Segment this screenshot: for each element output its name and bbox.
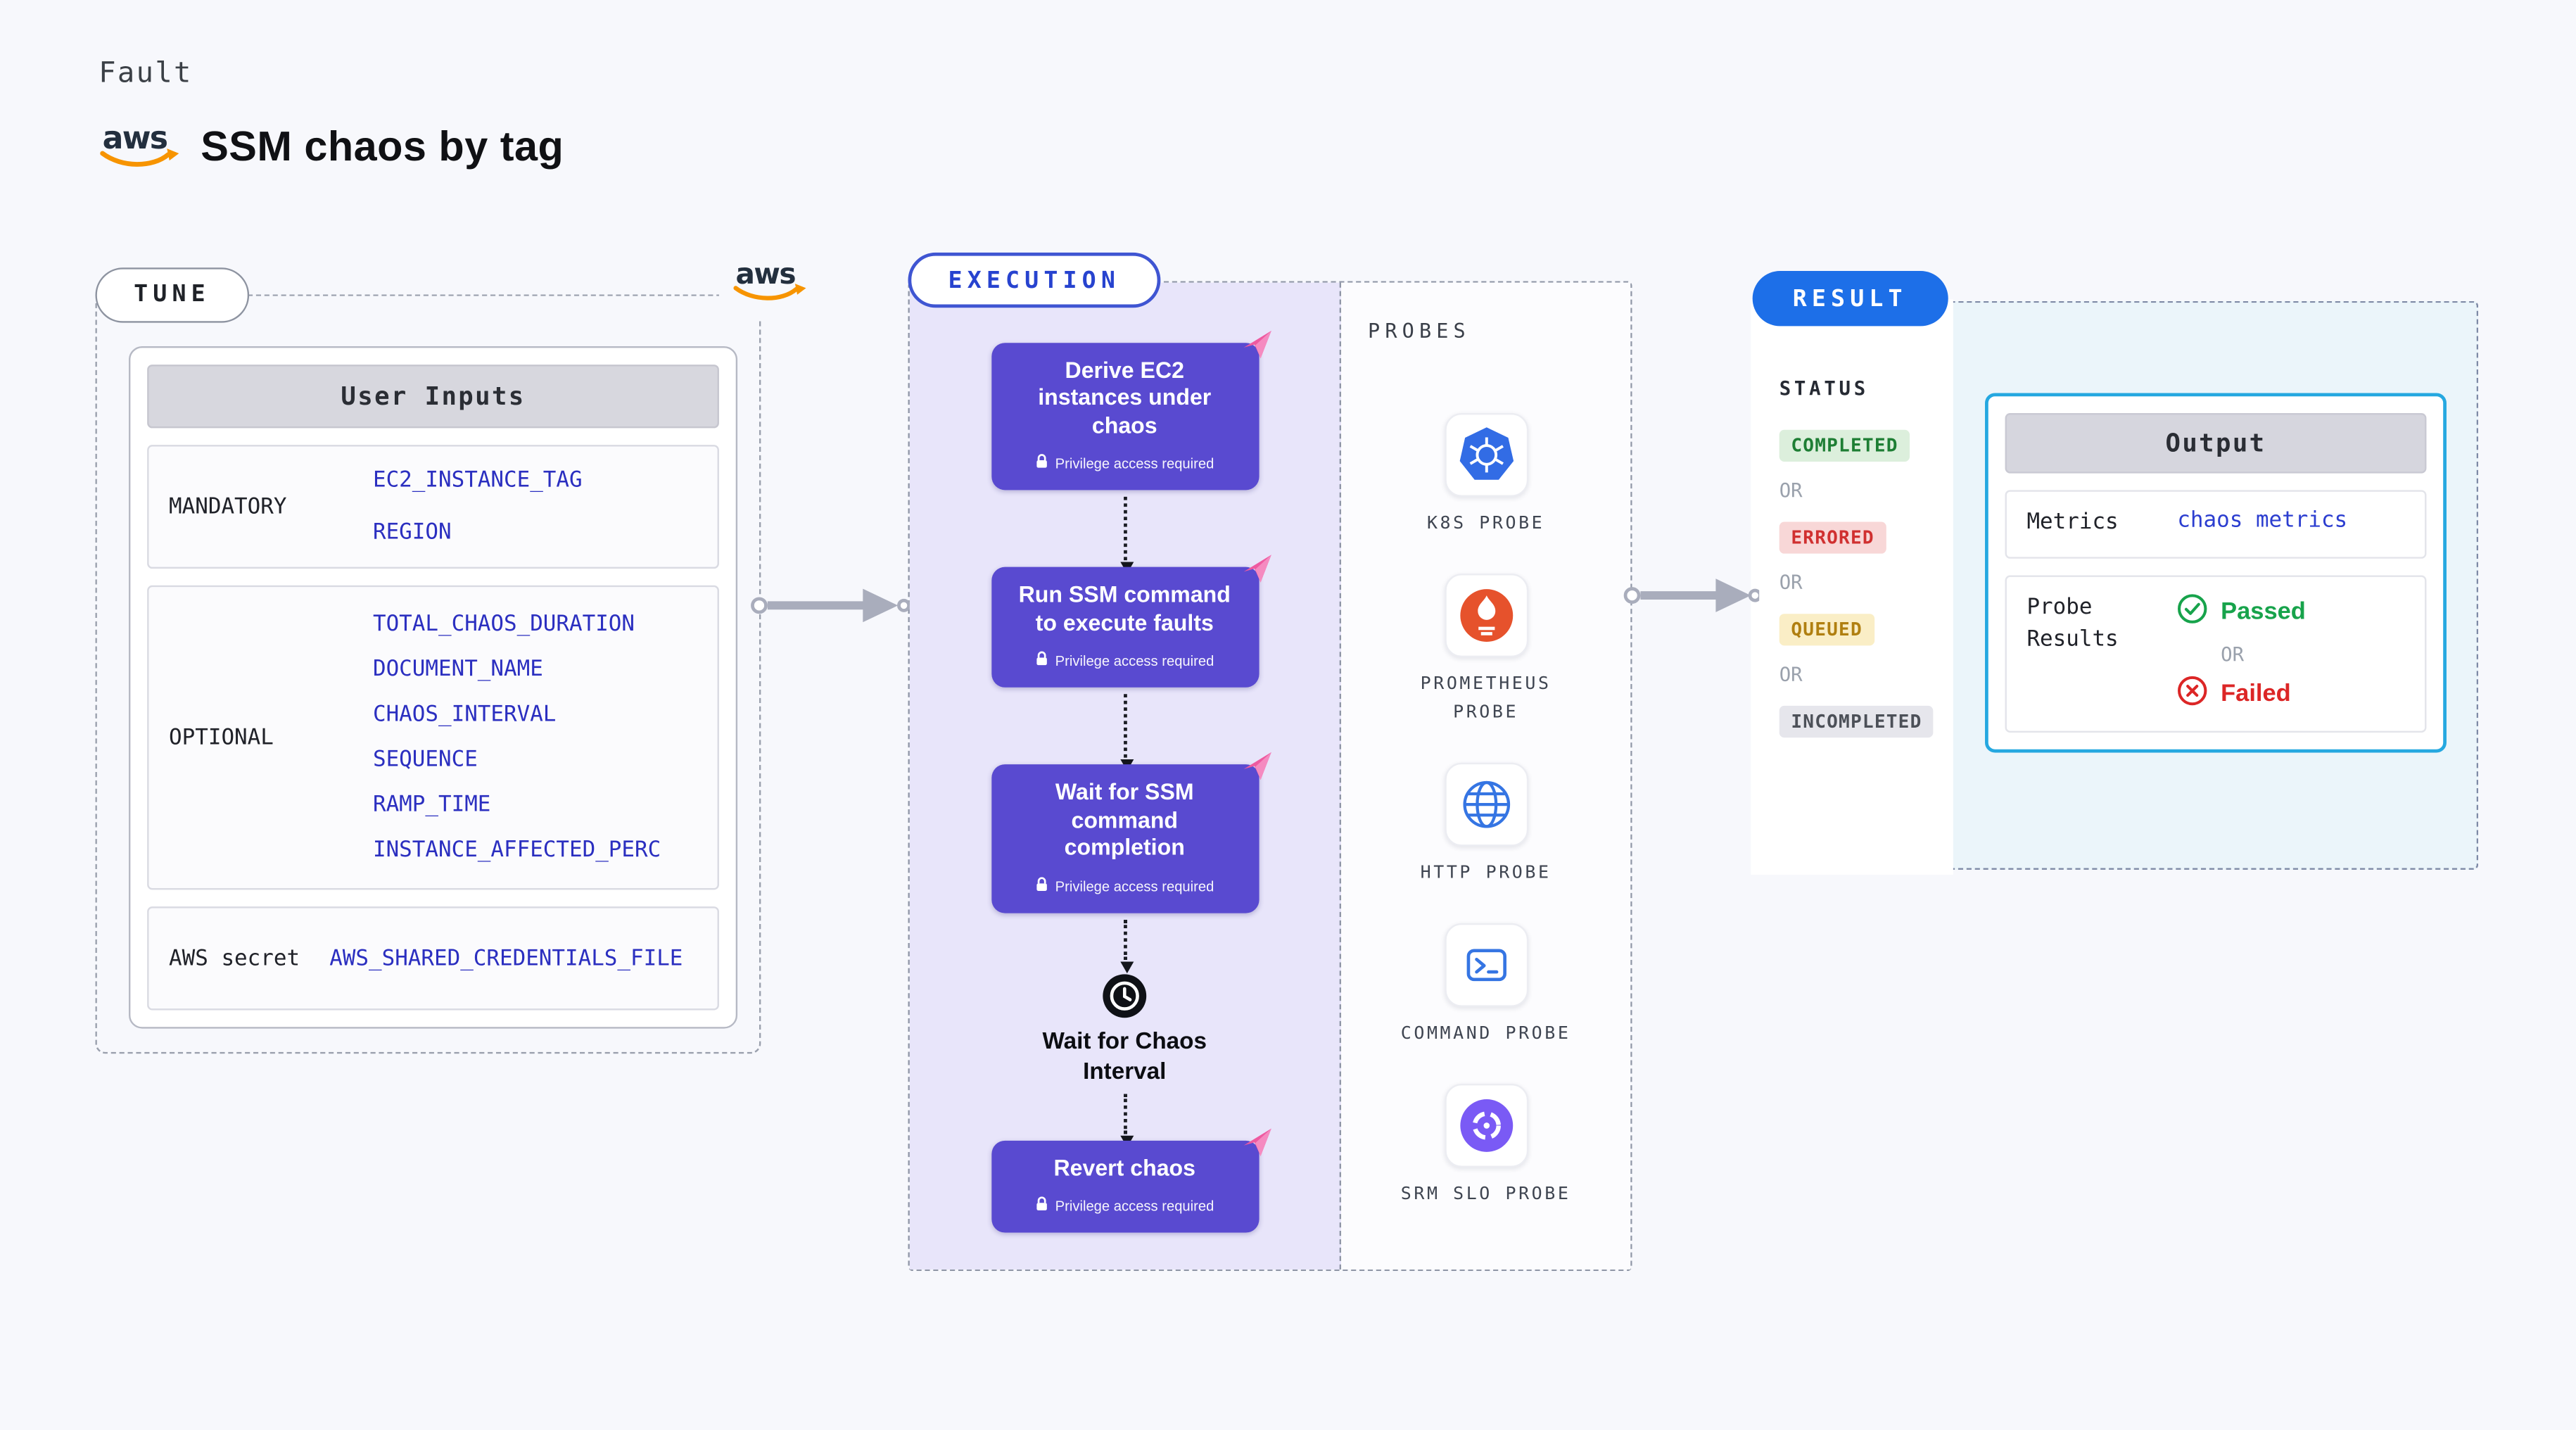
step-derive-ec2: Derive EC2 instances under chaos Privile… [991,330,1271,491]
terminal-icon [1444,923,1528,1007]
clock-icon [1102,973,1147,1018]
execution-flow: Derive EC2 instances under chaos Privile… [909,282,1342,1270]
result-section: STATUS COMPLETED OR ERRORED OR QUEUED OR… [1751,299,2479,875]
output-header: Output [2005,413,2427,474]
chaos-metrics-link[interactable]: chaos metrics [2177,508,2348,534]
probe-label: HTTP PROBE [1420,862,1552,883]
privilege-badge: Privilege access required [1055,455,1214,473]
aws-secret-row: AWS secret AWS_SHARED_CREDENTIALS_FILE [147,906,719,1011]
flow-connector [1120,1093,1134,1147]
probe-command: COMMAND PROBE [1399,923,1573,1047]
tune-pill: TUNE [95,267,249,323]
chaos-icon [1238,748,1275,785]
input-value: REGION [372,520,452,545]
status-badge-completed: COMPLETED [1779,429,1910,462]
status-badge-queued: QUEUED [1779,614,1874,646]
step-title: Run SSM command to execute faults [1018,583,1231,635]
or-separator: OR [2221,642,2245,666]
probe-label: PROMETHEUS PROBE [1420,674,1552,722]
row-label-optional: OPTIONAL [169,725,274,750]
input-value: SEQUENCE [372,747,478,773]
user-inputs-header: User Inputs [147,365,719,429]
x-circle-icon [2177,676,2207,714]
probe-results-label: Probe Results [2026,595,2119,652]
probe-k8s: K8S PROBE [1399,413,1573,537]
or-separator: OR [1779,662,1803,686]
user-inputs-table: User Inputs MANDATORY EC2_INSTANCE_TAG R… [128,346,738,1029]
aws-logo-small: aws [718,247,816,319]
svg-text:aws: aws [103,120,167,156]
aws-logo: aws [95,117,179,179]
input-value: INSTANCE_AFFECTED_PERC [372,837,661,863]
failed-label: Failed [2221,681,2291,709]
svg-text:aws: aws [736,257,796,291]
input-value: EC2_INSTANCE_TAG [372,468,583,494]
check-circle-icon [2177,593,2207,632]
wait-for-chaos-interval: Wait for Chaos Interval [1042,1026,1207,1084]
probe-srm-slo: SRM SLO PROBE [1399,1084,1573,1208]
lock-icon [1035,871,1048,901]
probe-label: SRM SLO PROBE [1400,1184,1571,1205]
result-pill: RESULT [1752,271,1948,327]
status-header: STATUS [1779,376,1869,400]
or-separator: OR [1779,570,1803,594]
input-value: RAMP_TIME [372,792,491,818]
status-panel: STATUS COMPLETED OR ERRORED OR QUEUED OR… [1751,299,1953,875]
step-wait-ssm: Wait for SSM command completion Privileg… [991,752,1271,913]
status-badge-errored: ERRORED [1779,521,1886,554]
chaos-icon [1238,551,1275,588]
probe-http: HTTP PROBE [1399,762,1573,886]
execution-pill: EXECUTION [908,252,1161,308]
mandatory-row: MANDATORY EC2_INSTANCE_TAG REGION [147,445,719,569]
step-title: Revert chaos [1053,1155,1196,1180]
input-value: CHAOS_INTERVAL [372,702,557,728]
globe-icon [1444,762,1528,847]
flow-connector [1120,497,1134,575]
srm-slo-icon [1444,1084,1528,1168]
probes-header: PROBES [1368,319,1471,343]
arrow-execution-to-result [1623,578,1760,612]
step-title: Wait for SSM command completion [1055,780,1194,861]
optional-row: OPTIONAL TOTAL_CHAOS_DURATION DOCUMENT_N… [147,585,719,890]
output-table: Output Metrics chaos metrics Probe Resul… [1985,393,2447,753]
privilege-badge: Privilege access required [1055,878,1214,894]
privilege-badge: Privilege access required [1055,1197,1214,1215]
probe-prometheus: PROMETHEUS PROBE [1399,574,1573,726]
metrics-label: Metrics [2026,510,2119,536]
input-value: DOCUMENT_NAME [372,657,543,683]
step-run-ssm: Run SSM command to execute faults Privil… [991,555,1271,688]
tune-section [95,294,761,1054]
status-badge-incompleted: INCOMPLETED [1779,705,1934,738]
probe-label: K8S PROBE [1426,513,1545,534]
privilege-badge: Privilege access required [1055,652,1214,670]
or-separator: OR [1779,478,1803,502]
page-title: SSM chaos by tag [201,123,564,171]
lock-icon [1035,646,1048,676]
probe-label: COMMAND PROBE [1400,1023,1571,1044]
row-label-aws-secret: AWS secret [169,945,300,971]
chaos-icon [1238,1123,1275,1160]
prometheus-icon [1444,574,1528,658]
passed-label: Passed [2221,599,2306,626]
chaos-icon [1238,326,1275,362]
lock-icon [1035,1191,1048,1221]
metrics-row: Metrics chaos metrics [2005,490,2427,559]
execution-section: Derive EC2 instances under chaos Privile… [908,281,1632,1272]
kubernetes-icon [1444,413,1528,497]
flow-connector [1120,695,1134,772]
row-label-mandatory: MANDATORY [169,494,287,519]
fault-kicker: Fault [99,56,193,91]
input-value: AWS_SHARED_CREDENTIALS_FILE [329,945,683,971]
probes-section: PROBES [1341,282,1631,1270]
title-row: aws SSM chaos by tag [95,117,564,179]
arrow-tune-to-execution [751,588,910,623]
step-title: Derive EC2 instances under chaos [1038,358,1212,438]
step-revert-chaos: Revert chaos Privilege access required [991,1127,1271,1233]
probe-results-row: Probe Results Passed OR [2005,575,2427,733]
flow-connector [1120,919,1134,973]
lock-icon [1035,449,1048,479]
input-value: TOTAL_CHAOS_DURATION [372,612,635,638]
